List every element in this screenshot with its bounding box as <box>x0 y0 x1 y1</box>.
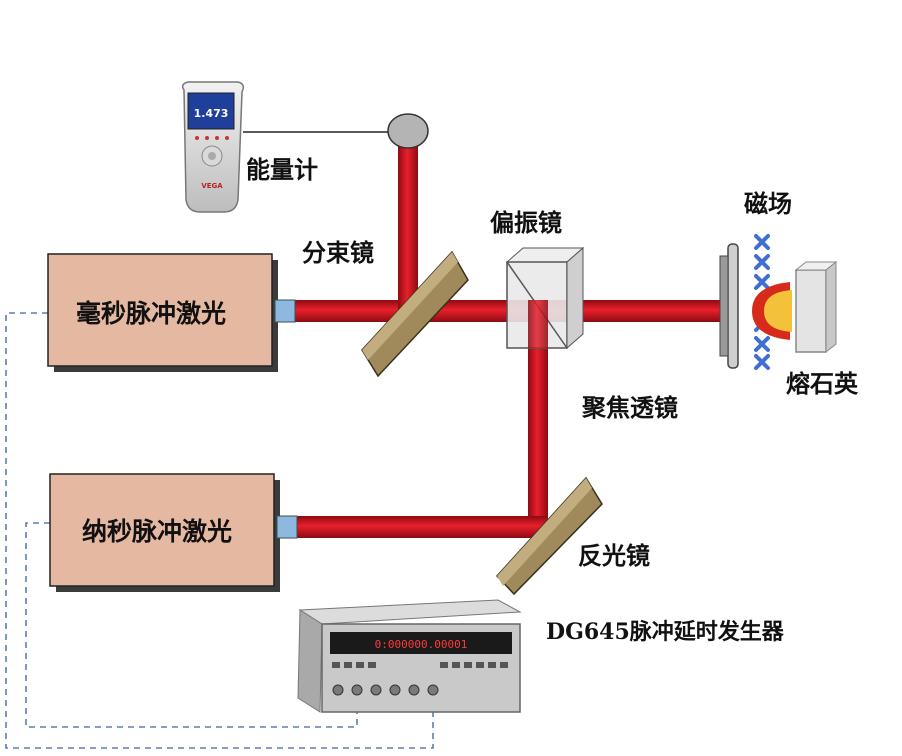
fused-silica-sample <box>752 260 838 354</box>
field-marker <box>754 354 770 370</box>
dg645-readout: 0:000000.00001 <box>375 638 468 651</box>
ms-laser-aperture <box>274 299 296 323</box>
beam-vertical-lens <box>528 312 548 527</box>
energy-meter-reading: 1.473 <box>194 107 229 120</box>
focusing-lens-label: 聚焦透镜 <box>582 394 678 422</box>
fused-silica-label: 熔石英 <box>786 370 858 398</box>
magnetic-field-label: 磁场 <box>744 190 792 218</box>
reflector-mirror <box>495 476 603 596</box>
delay-generator-label: DG645脉冲延时发生器 <box>546 619 784 645</box>
energy-meter-label: 能量计 <box>246 156 318 184</box>
field-marker <box>754 254 770 270</box>
beam-ns-horizontal <box>295 516 548 538</box>
dg645-device: 0:000000.00001 <box>297 599 522 713</box>
reflector-label: 反光镜 <box>578 542 650 570</box>
energy-meter-brand: VEGA <box>201 182 223 190</box>
ms-laser-label: 毫秒脉冲激光 <box>76 299 227 328</box>
energy-sensor-head <box>387 113 429 149</box>
trigger-cables <box>5 312 434 749</box>
field-marker <box>754 274 770 290</box>
beam-splitter <box>361 250 469 378</box>
polarizer-cube <box>505 246 585 350</box>
focusing-lens <box>719 243 739 369</box>
beam-splitter-label: 分束镜 <box>302 239 374 267</box>
beam-to-energy-meter <box>398 138 418 313</box>
ms-laser-box <box>47 253 296 372</box>
trigger-cable-ns <box>25 522 358 728</box>
energy-meter-device: 1.473 VEGA <box>181 81 245 213</box>
polarizer-label: 偏振镜 <box>490 209 562 237</box>
ns-laser-aperture <box>276 515 298 539</box>
field-marker <box>754 336 770 352</box>
field-marker <box>754 234 770 250</box>
trigger-cable-ms <box>5 312 434 749</box>
ns-laser-box <box>49 473 298 592</box>
ns-laser-label: 纳秒脉冲激光 <box>82 517 233 546</box>
